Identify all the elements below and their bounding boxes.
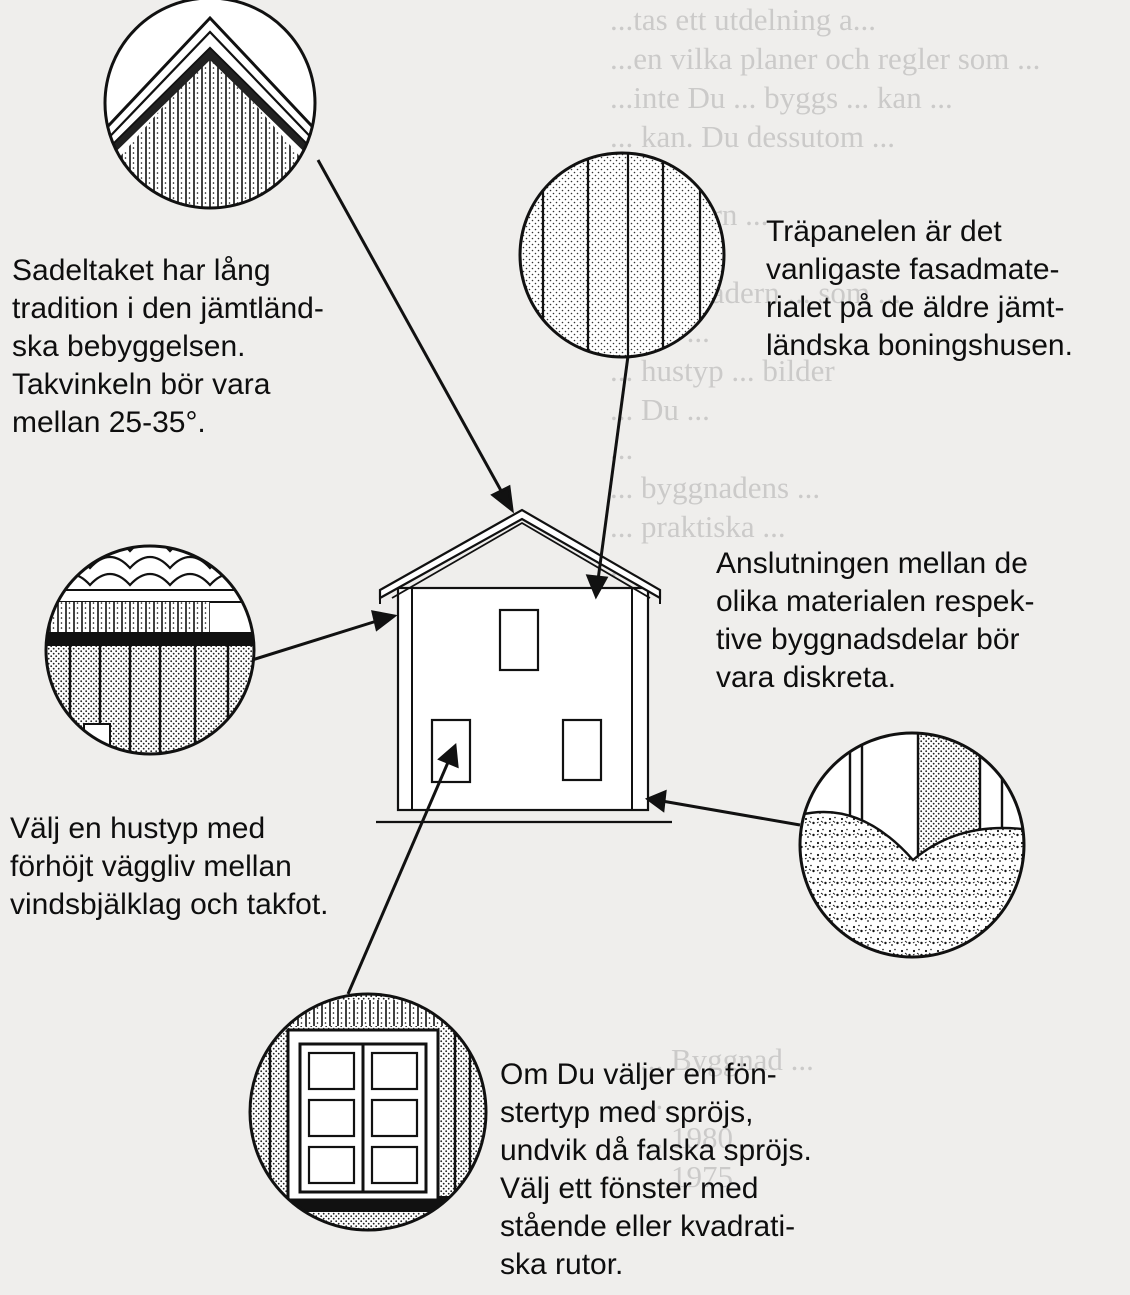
- caption-line: vindsbjälklag och takfot.: [10, 888, 329, 921]
- show-through-text-lower: ... Byggnad ... ... ... 1980 ... ... 197…: [640, 1040, 1120, 1196]
- caption-line: stående eller kvadrati-: [500, 1210, 796, 1243]
- caption-line: Sadeltaket har lång: [12, 254, 271, 287]
- arrow-foundation: [661, 799, 801, 827]
- caption-line: Träpanelen är det: [766, 215, 1002, 248]
- house-wall: [396, 586, 650, 812]
- show-through-line: ... 1975: [640, 1159, 733, 1194]
- pointer-arrows: [251, 159, 801, 995]
- show-through-line: ... praktiska ...: [610, 509, 786, 544]
- show-through-line: ...tas ett utdelning a...: [610, 2, 877, 37]
- caption-line: Om Du väljer en fön-: [500, 1058, 777, 1091]
- caption-line: olika materialen respek-: [716, 585, 1035, 618]
- caption-line: ska rutor.: [500, 1248, 624, 1281]
- arrowhead-roof: [490, 484, 514, 514]
- caption-line: Välj ett fönster med: [500, 1172, 759, 1205]
- caption-line: tive byggnadsdelar bör: [716, 623, 1020, 656]
- caption-line: tradition i den jämtländ-: [12, 292, 324, 325]
- wood-panel-detail: [518, 151, 726, 359]
- caption-line: rialet på de äldre jämt-: [766, 291, 1065, 324]
- show-through-line: ...en vilka planer och regler som ...: [610, 41, 1041, 76]
- arrowhead-panel: [585, 574, 609, 600]
- show-through-line: ... 1980 ...: [640, 1120, 764, 1155]
- arrow-window: [346, 759, 451, 995]
- show-through-line: ... hustyp ... bilder: [610, 353, 835, 388]
- caption-connection: Anslutningen mellan de olika materialen …: [716, 545, 1116, 697]
- arrowhead-eave: [371, 610, 398, 632]
- arrow-panel: [596, 355, 630, 581]
- arrowhead-window: [437, 742, 459, 769]
- show-through-line: ... Du ...: [610, 392, 710, 427]
- caption-line: stertyp med spröjs,: [500, 1096, 754, 1129]
- house-window-upper: [498, 608, 540, 672]
- caption-line: Välj en hustyp med: [10, 812, 266, 845]
- caption-roof: Sadeltaket har lång tradition i den jämt…: [12, 252, 412, 442]
- foundation-detail: [798, 731, 1026, 959]
- house-window-lower-left: [430, 718, 472, 784]
- caption-line: vanligaste fasadmate-: [766, 253, 1060, 286]
- caption-line: ländska boningshusen.: [766, 329, 1073, 362]
- caption-panel: Träpanelen är det vanligaste fasadmate- …: [766, 213, 1126, 365]
- gable-roof: [378, 508, 662, 604]
- roof-eaves-detail: [103, 0, 317, 210]
- show-through-line: ... byggnadens ...: [610, 470, 821, 505]
- arrow-eave: [251, 618, 381, 662]
- caption-line: mellan 25-35°.: [12, 406, 206, 439]
- show-through-line: ...inte Du ... byggs ... kan ...: [610, 80, 953, 115]
- show-through-line: ...: [640, 1081, 664, 1116]
- arrowhead-foundation: [644, 789, 667, 813]
- show-through-line: ... Byggnad ...: [640, 1042, 814, 1077]
- caption-house-type: Välj en hustyp med förhöjt väggliv mella…: [10, 810, 410, 924]
- caption-line: Takvinkeln bör vara: [12, 368, 271, 401]
- house-drawing: [376, 508, 672, 824]
- caption-line: förhöjt väggliv mellan: [10, 850, 292, 883]
- caption-line: vara diskreta.: [716, 661, 897, 694]
- caption-line: ska bebyggelsen.: [12, 330, 246, 363]
- house-window-lower-right: [561, 718, 603, 782]
- caption-window: Om Du väljer en fön- stertyp med spröjs,…: [500, 1056, 900, 1284]
- window-detail: [248, 992, 488, 1232]
- arrow-roof: [316, 159, 506, 497]
- caption-line: undvik då falska spröjs.: [500, 1134, 812, 1167]
- eave-wall-detail: [44, 544, 256, 756]
- caption-line: Anslutningen mellan de: [716, 547, 1028, 580]
- show-through-line: ... kan. Du dessutom ...: [610, 119, 896, 154]
